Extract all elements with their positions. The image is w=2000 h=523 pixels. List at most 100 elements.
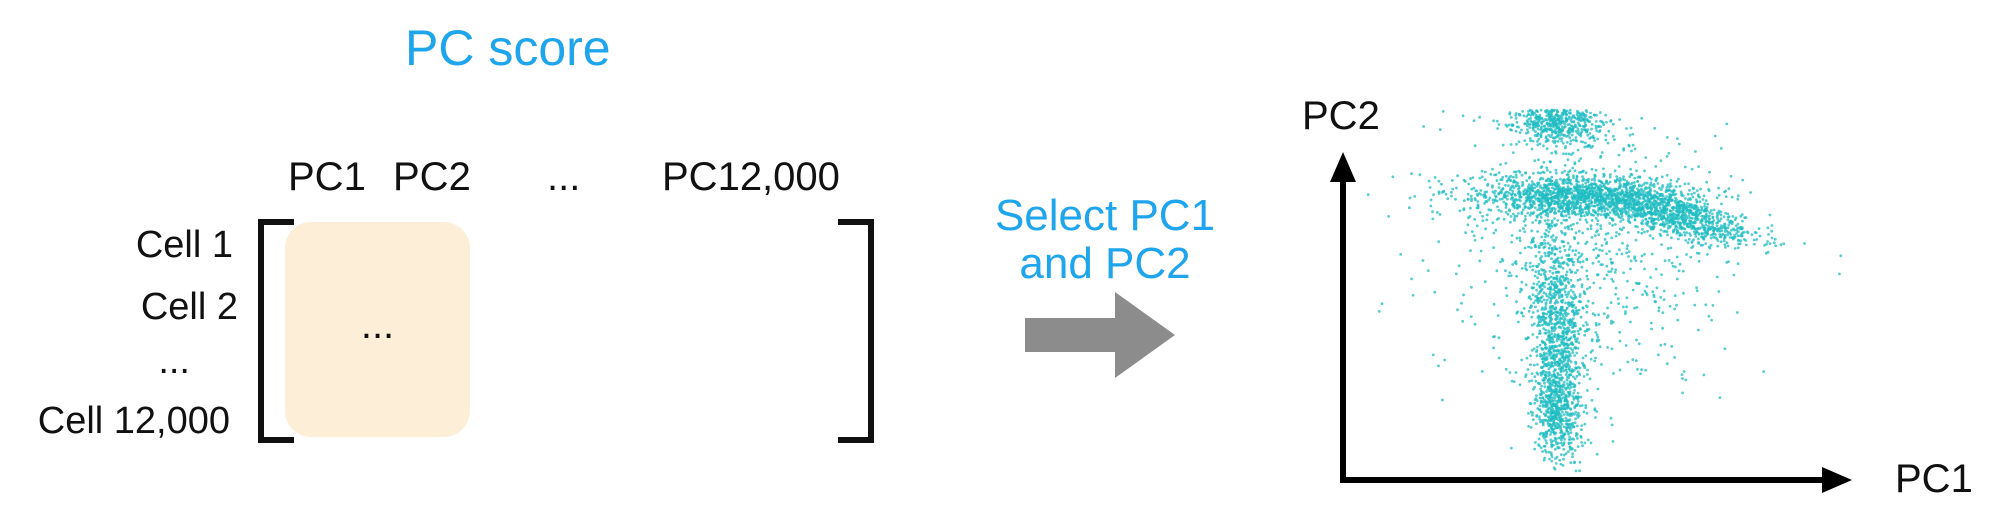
scatter-point [1433, 290, 1437, 294]
scatter-point [1562, 204, 1566, 207]
scatter-point [1618, 339, 1622, 343]
scatter-point [1665, 195, 1668, 198]
scatter-point [1529, 211, 1533, 215]
scatter-point [1609, 204, 1613, 208]
scatter-point [1670, 206, 1674, 209]
scatter-point [1591, 349, 1594, 352]
scatter-point [1644, 217, 1648, 221]
scatter-point [1551, 121, 1554, 125]
scatter-point [1568, 383, 1572, 387]
scatter-point [1578, 218, 1582, 221]
scatter-point [1669, 182, 1672, 185]
scatter-point [1497, 336, 1501, 340]
scatter-point [1563, 398, 1567, 402]
scatter-point [1619, 220, 1623, 223]
scatter-point [1571, 166, 1575, 170]
scatter-point [1631, 143, 1635, 147]
scatter-point [1803, 242, 1806, 245]
scatter-point [1533, 385, 1536, 389]
scatter-point [1624, 312, 1627, 316]
scatter-point [1576, 437, 1579, 440]
scatter-point [1542, 171, 1546, 174]
scatter-point [1697, 165, 1700, 168]
scatter-point [1646, 229, 1649, 233]
scatter-point [1563, 438, 1566, 441]
scatter-point [1553, 368, 1557, 372]
scatter-point [1559, 262, 1562, 265]
scatter-point [1682, 231, 1686, 234]
matrix-left-bracket [258, 219, 294, 443]
scatter-point [1520, 128, 1523, 132]
scatter-point [1606, 213, 1609, 216]
scatter-point [1573, 293, 1577, 297]
scatter-point [1504, 269, 1507, 273]
scatter-point [1625, 305, 1628, 309]
scatter-point [1533, 245, 1537, 249]
scatter-point [1562, 453, 1566, 457]
scatter-point [1640, 116, 1644, 120]
scatter-point [1717, 219, 1720, 223]
scatter-point [1525, 131, 1528, 135]
scatter-point [1573, 449, 1577, 452]
scatter-point [1615, 175, 1619, 178]
x-axis-label: PC1 [1895, 457, 1973, 501]
scatter-point [1547, 133, 1550, 137]
scatter-point [1561, 267, 1565, 270]
scatter-point [1546, 201, 1550, 205]
scatter-point [1648, 200, 1652, 204]
scatter-point [1553, 361, 1557, 365]
scatter-point [1550, 322, 1554, 326]
scatter-point [1531, 418, 1535, 421]
scatter-point [1568, 445, 1572, 449]
scatter-point [1635, 338, 1638, 342]
scatter-point [1697, 242, 1700, 245]
scatter-point [1531, 126, 1535, 129]
scatter-point [1677, 142, 1681, 146]
scatter-point [1611, 193, 1615, 197]
scatter-point [1520, 311, 1523, 314]
scatter-point [1662, 200, 1666, 203]
scatter-point [1527, 198, 1531, 202]
scatter-point [1543, 219, 1547, 222]
scatter-point [1770, 229, 1774, 233]
scatter-point [1462, 178, 1466, 182]
scatter-point [1723, 347, 1727, 351]
scatter-point [1666, 201, 1670, 205]
scatter-point [1516, 203, 1519, 207]
scatter-point [1650, 252, 1654, 256]
scatter-point [1666, 233, 1669, 237]
scatter-point [1553, 210, 1557, 214]
scatter-point [1575, 374, 1579, 378]
scatter-point [1579, 195, 1583, 198]
scatter-point [1559, 386, 1562, 389]
scatter-point [1631, 288, 1635, 292]
scatter-point [1548, 119, 1552, 123]
scatter-point [1578, 277, 1582, 281]
scatter-point [1547, 282, 1551, 286]
scatter-point [1567, 259, 1571, 263]
scatter-point [1527, 183, 1531, 186]
scatter-point [1431, 210, 1434, 214]
scatter-point [1627, 204, 1630, 208]
scatter-point [1707, 217, 1711, 220]
scatter-point [1515, 214, 1519, 218]
scatter-point [1551, 266, 1555, 270]
scatter-point [1543, 239, 1546, 242]
scatter-point [1441, 398, 1444, 402]
scatter-point [1566, 123, 1570, 126]
scatter-point [1548, 243, 1552, 247]
scatter-point [1553, 131, 1557, 135]
scatter-point [1612, 207, 1615, 211]
scatter-point [1550, 221, 1554, 225]
scatter-point [1569, 347, 1573, 350]
scatter-point [1581, 444, 1584, 448]
scatter-point [1520, 280, 1524, 284]
scatter-point [1739, 225, 1743, 229]
scatter-point [1654, 165, 1658, 168]
scatter-point [1717, 209, 1721, 213]
scatter-point [1506, 197, 1509, 201]
scatter-point [1535, 345, 1539, 349]
scatter-point [1535, 117, 1539, 121]
scatter-point [1666, 226, 1670, 230]
scatter-point [1717, 290, 1721, 293]
